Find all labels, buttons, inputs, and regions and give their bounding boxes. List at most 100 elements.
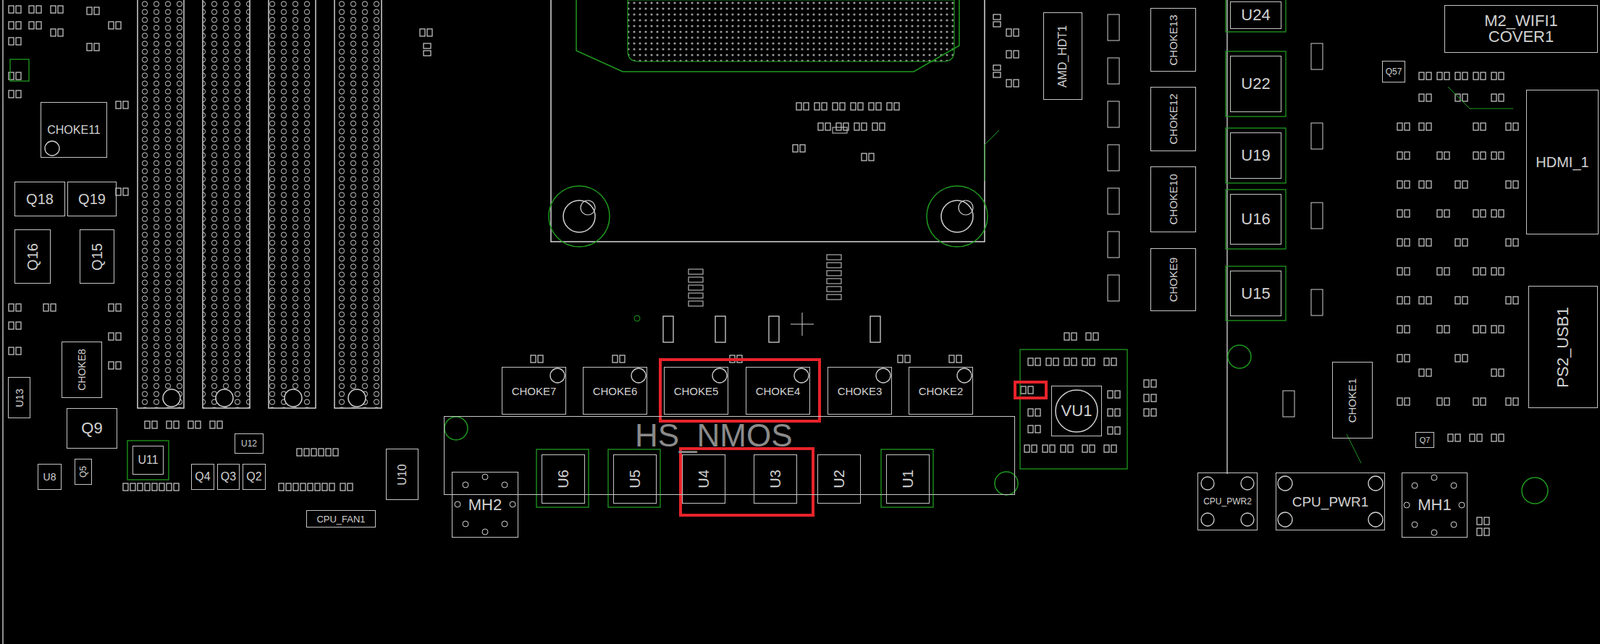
- part-label: CHOKE9: [1167, 257, 1179, 303]
- passive-parts: [832, 102, 845, 111]
- dimm-slot: [334, 0, 382, 409]
- passive-parts: [311, 448, 324, 457]
- passive-parts: [1491, 72, 1504, 80]
- part-label: U13: [14, 388, 25, 408]
- part-label: CHOKE13: [1167, 14, 1179, 66]
- passive-parts: [897, 355, 911, 363]
- copper-outline: [1225, 51, 1286, 117]
- passive-parts: [1107, 57, 1120, 84]
- passive-parts: [530, 355, 543, 363]
- choke-footprint: CHOKE4: [745, 367, 811, 415]
- passive-parts: [1476, 517, 1490, 525]
- mosfet-footprint: Q19: [67, 181, 117, 217]
- passive-parts: [861, 153, 874, 161]
- dimm-slot: [215, 389, 234, 407]
- part-label: U16: [1240, 211, 1270, 228]
- passive-parts: [1107, 390, 1120, 399]
- passive-parts: [108, 333, 121, 341]
- passive-parts: [86, 7, 100, 15]
- ic-footprint: U15: [1230, 270, 1282, 317]
- passive-parts: [108, 21, 121, 29]
- passive-parts: [1437, 267, 1450, 276]
- cpu-socket: [926, 186, 988, 247]
- pad-circle: [1411, 521, 1418, 528]
- passive-parts: [1020, 386, 1034, 394]
- passive-parts: [688, 301, 703, 307]
- part-label: CHOKE1: [1347, 377, 1359, 423]
- dimm-slot: [284, 389, 302, 407]
- passive-parts: [1397, 325, 1410, 334]
- passive-parts: [123, 483, 136, 491]
- passive-parts: [836, 123, 849, 131]
- choke-footprint: CHOKE10: [1150, 166, 1197, 233]
- copper-outline: [984, 130, 1000, 181]
- copper-outline: [1225, 266, 1286, 321]
- mosfet-footprint: Q18: [14, 181, 66, 217]
- pad-circle: [1201, 477, 1215, 491]
- passive-parts: [790, 324, 814, 326]
- passive-parts: [1143, 409, 1157, 417]
- part-label: CHOKE3: [837, 385, 883, 397]
- part-label: U6: [556, 469, 571, 489]
- pad-circle: [631, 368, 646, 383]
- part-label: Q4: [194, 471, 210, 483]
- mosfet-footprint: Q9: [66, 408, 118, 449]
- passive-parts: [993, 65, 1001, 78]
- pad-circle: [1431, 474, 1438, 481]
- copper-outline: [608, 449, 661, 508]
- passive-parts: [1082, 358, 1095, 366]
- passive-parts: [1455, 354, 1468, 362]
- passive-parts: [1104, 358, 1117, 366]
- choke-footprint: CHOKE7: [501, 367, 567, 415]
- passive-parts: [1455, 180, 1468, 189]
- part-label: Q57: [1385, 67, 1403, 77]
- part-label: CHOKE5: [674, 385, 719, 397]
- passive-parts: [868, 102, 882, 111]
- passive-parts: [1046, 358, 1059, 366]
- ic-footprint: U16: [1230, 194, 1282, 245]
- pad-circle: [1458, 502, 1465, 509]
- part-label: VU1: [1061, 403, 1093, 420]
- part-label: U19: [1240, 147, 1270, 164]
- heatsink-outline: HS_NMOSU6U5U4U3U2U1: [443, 416, 1016, 496]
- passive-parts: [1107, 409, 1120, 417]
- passive-parts: [826, 286, 842, 292]
- part-label: U22: [1240, 76, 1270, 92]
- ic-footprint: U11: [132, 445, 164, 475]
- passive-parts: [1064, 358, 1077, 366]
- dimm-slot: [202, 0, 250, 409]
- passive-parts: [1006, 50, 1019, 58]
- passive-parts: [1447, 434, 1461, 442]
- cpu-socket: [580, 200, 596, 216]
- copper-outline: [1225, 189, 1286, 250]
- pad-circle: [501, 482, 508, 488]
- mosfet-footprint: U3: [753, 454, 798, 504]
- passive-parts: [50, 28, 63, 37]
- ic-footprint: U22: [1230, 55, 1282, 113]
- mosfet-footprint: Q7: [1415, 432, 1435, 449]
- passive-parts: [1107, 275, 1120, 302]
- passive-parts: [1419, 94, 1432, 102]
- passive-parts: [115, 101, 129, 109]
- passive-parts: [1419, 296, 1432, 305]
- part-label: U5: [627, 469, 643, 489]
- passive-parts: [1491, 94, 1504, 102]
- passive-parts: [108, 304, 121, 312]
- part-label: Q9: [81, 420, 103, 437]
- passive-parts: [43, 304, 56, 312]
- passive-parts: [826, 270, 842, 276]
- passive-parts: [1085, 333, 1099, 341]
- copper-outline: [444, 417, 468, 441]
- part-label: Q18: [26, 191, 54, 207]
- pad-circle: [1411, 482, 1418, 489]
- passive-parts: [872, 123, 885, 131]
- passive-parts: [1473, 209, 1486, 218]
- passive-parts: [1505, 180, 1519, 189]
- passive-parts: [1419, 238, 1432, 247]
- pad-circle: [550, 368, 565, 383]
- passive-parts: [826, 254, 842, 260]
- passive-parts: [8, 90, 21, 98]
- passive-parts: [1104, 445, 1117, 453]
- passive-parts: [1107, 144, 1120, 171]
- passive-parts: [1437, 152, 1450, 160]
